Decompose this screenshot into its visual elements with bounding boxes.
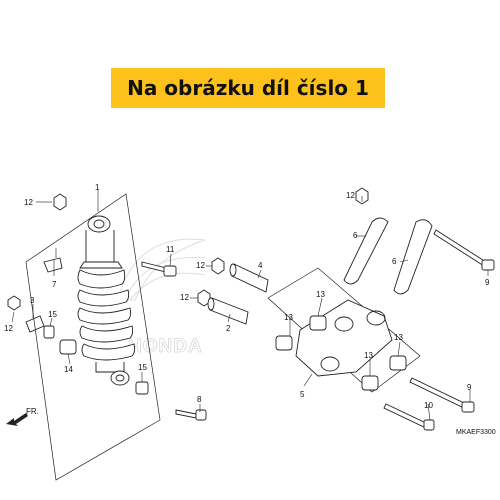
callout-labels: 1 12 7 3 15 12 14 15 11 12 12 4 2 8 12 6… <box>4 183 490 410</box>
callout-6: 6 <box>353 231 358 240</box>
part-9-bolt-bottom <box>409 377 475 413</box>
part-11-bolt <box>141 261 177 277</box>
part-15-bushing-right <box>135 381 149 395</box>
callout-3: 3 <box>30 296 35 305</box>
callout-4: 4 <box>258 261 263 270</box>
direction-label: FR. <box>26 407 39 416</box>
diagram-code: MKAEF3300 <box>456 429 496 436</box>
title-banner: Na obrázku díl číslo 1 <box>111 68 385 108</box>
callout-12: 12 <box>4 324 13 333</box>
part-14-bushing <box>59 339 77 355</box>
callout-2: 2 <box>226 324 231 333</box>
callout-13: 13 <box>316 290 325 299</box>
callout-12: 12 <box>346 191 355 200</box>
watermark-text: HONDA <box>128 336 203 357</box>
callout-12: 12 <box>24 198 33 207</box>
front-direction-arrow: FR. <box>6 407 39 426</box>
part-10-bolt <box>383 403 435 431</box>
part-3-collar <box>25 315 45 333</box>
callout-13: 13 <box>394 333 403 342</box>
banner-text: Na obrázku díl číslo 1 <box>127 76 369 100</box>
part-12-nut-left <box>7 295 21 311</box>
callout-7: 7 <box>52 280 57 289</box>
callout-14: 14 <box>64 365 73 374</box>
callout-9: 9 <box>467 383 472 392</box>
part-12-nut-top <box>53 193 67 211</box>
shock-absorber-part-1 <box>25 193 161 481</box>
callout-1: 1 <box>95 183 100 192</box>
part-9-bolt-top <box>433 229 495 271</box>
callout-15: 15 <box>48 310 57 319</box>
callout-11: 11 <box>166 245 175 254</box>
callout-13: 13 <box>364 351 373 360</box>
callout-6: 6 <box>392 257 397 266</box>
honda-watermark: HONDA <box>117 238 206 357</box>
callout-8: 8 <box>197 395 202 404</box>
callout-13: 13 <box>284 313 293 322</box>
callout-15: 15 <box>138 363 147 372</box>
callout-9: 9 <box>485 278 490 287</box>
part-2-collar <box>207 297 249 325</box>
leader-lines <box>11 190 489 421</box>
link-plates-part-6 <box>343 217 433 295</box>
part-15-bushing-left <box>43 325 55 339</box>
part-4-collar <box>229 263 269 293</box>
part-8-bolt <box>175 409 207 421</box>
callout-5: 5 <box>300 390 305 399</box>
part-12-nut-center-a <box>211 257 225 275</box>
callout-10: 10 <box>424 401 433 410</box>
part-7-tag <box>43 257 63 273</box>
callout-12: 12 <box>196 261 205 270</box>
callout-12: 12 <box>180 293 189 302</box>
